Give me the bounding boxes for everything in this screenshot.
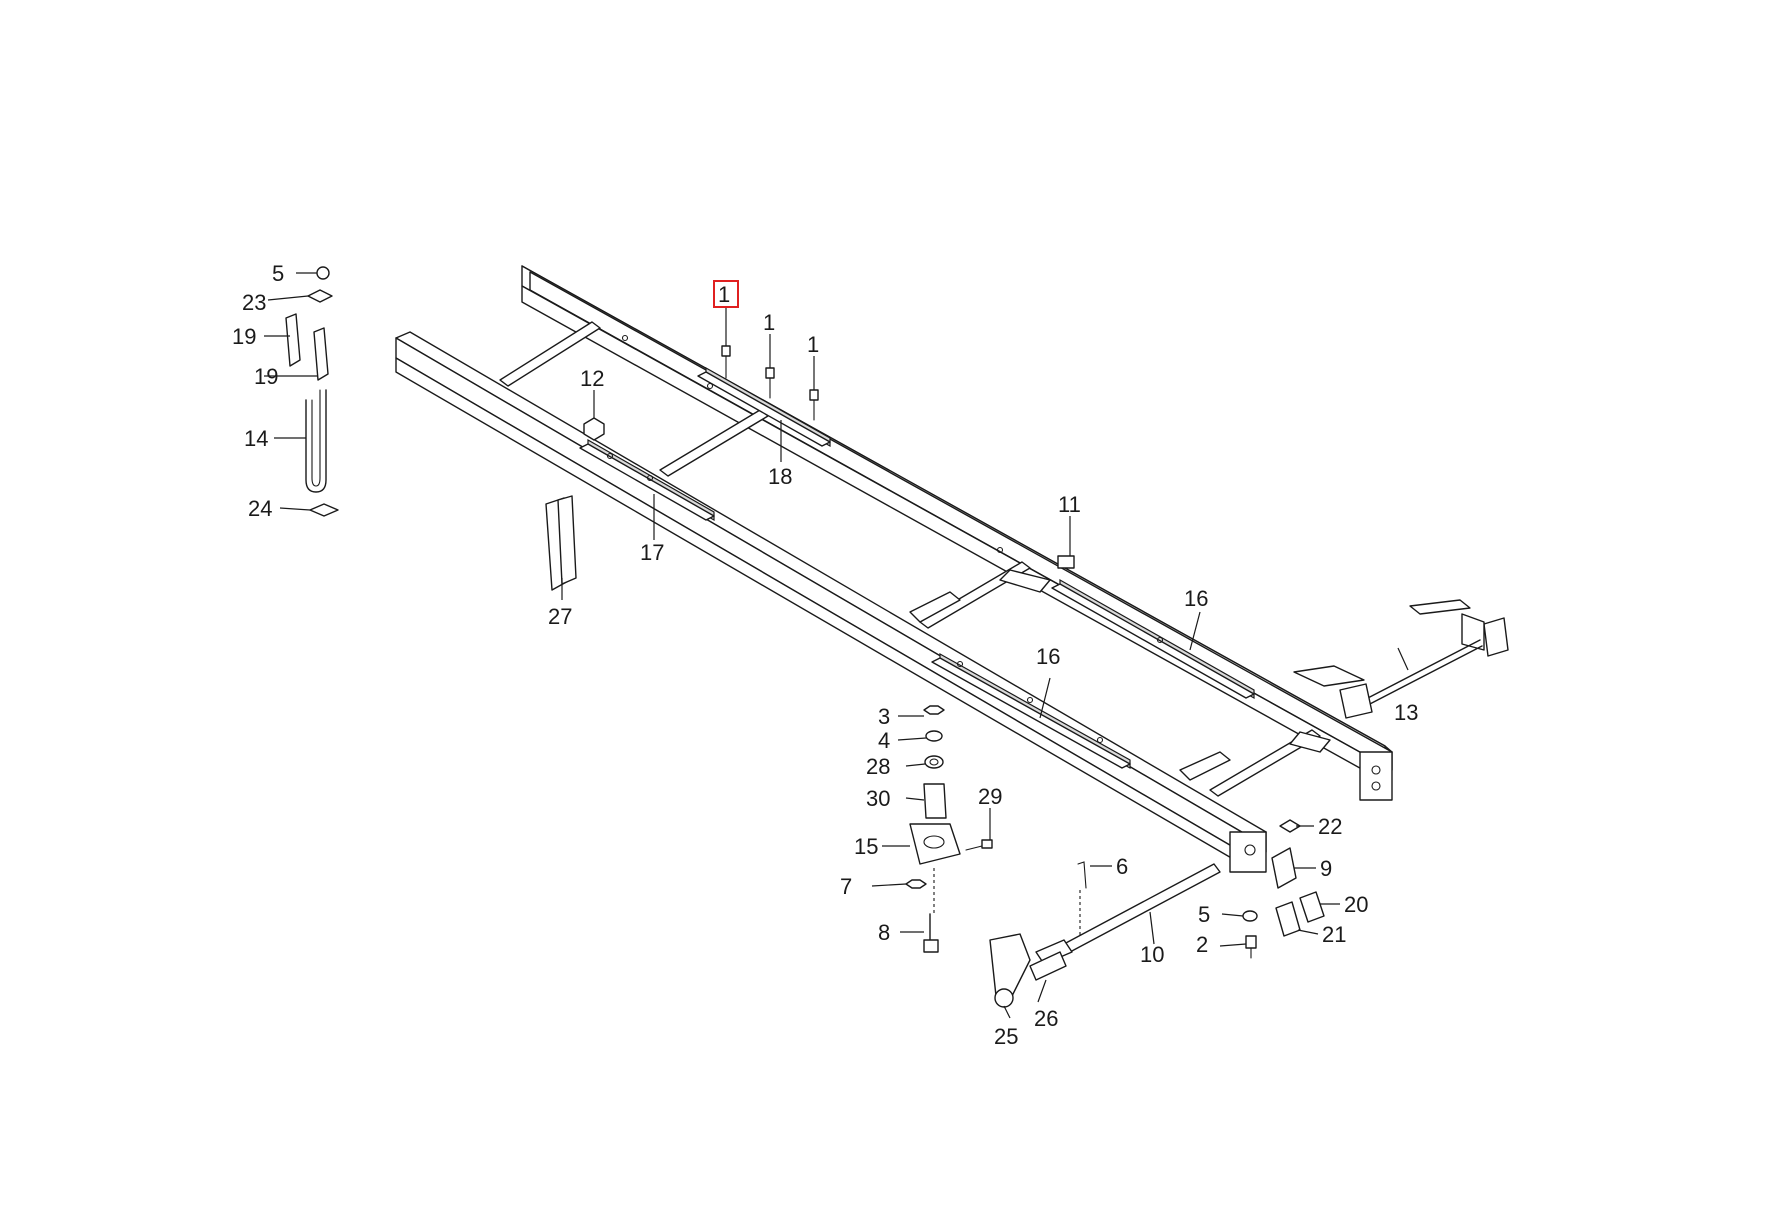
callout-5[interactable]: 5 — [272, 261, 284, 286]
callout-7[interactable]: 7 — [840, 874, 852, 899]
rail-plate-16-front — [931, 652, 1131, 770]
callout-16[interactable]: 16 — [1036, 644, 1060, 669]
rail-plate-16-rear — [1051, 578, 1255, 700]
shackle-30 — [923, 783, 947, 819]
hanger-9 — [1271, 847, 1297, 889]
callout-21[interactable]: 21 — [1322, 922, 1346, 947]
hanger-15 — [909, 823, 961, 865]
plate-20 — [1299, 891, 1325, 923]
plate-24 — [309, 503, 339, 517]
bolt-8 — [923, 868, 939, 953]
callout-labels: 1 1 1 2 3 4 5 5 6 7 8 9 10 11 12 13 14 1… — [232, 261, 1418, 1049]
callout-5[interactable]: 5 — [1198, 902, 1210, 927]
callout-20[interactable]: 20 — [1344, 892, 1368, 917]
leaf-spring-27 — [545, 495, 577, 591]
bushing-26 — [1029, 951, 1067, 981]
callout-11[interactable]: 11 — [1058, 492, 1081, 517]
u-bolt-14 — [305, 389, 327, 493]
callout-15[interactable]: 15 — [854, 834, 878, 859]
callout-9[interactable]: 9 — [1320, 856, 1332, 881]
bracket-19-a — [285, 313, 301, 367]
callout-19[interactable]: 19 — [254, 364, 278, 389]
bolt-2 — [1245, 935, 1257, 959]
callout-27[interactable]: 27 — [548, 604, 572, 629]
callout-22[interactable]: 22 — [1318, 814, 1342, 839]
callout-13[interactable]: 13 — [1394, 700, 1418, 725]
callout-8[interactable]: 8 — [878, 920, 890, 945]
leader-lines — [264, 295, 1409, 1019]
pin-6 — [1077, 861, 1087, 936]
torque-rod-10 — [1035, 863, 1221, 965]
frame-rail-rear — [521, 265, 1393, 783]
callout-1[interactable]: 1 — [763, 310, 775, 335]
frame-rail-rear-end — [1359, 751, 1393, 801]
callout-16[interactable]: 16 — [1184, 586, 1208, 611]
bracket-19-b — [313, 327, 329, 381]
frame-rail-front — [395, 331, 1267, 871]
nut-5-bottom — [1242, 910, 1258, 922]
frame-rail-front-end — [1229, 831, 1267, 873]
bolt-1-a — [721, 345, 731, 379]
callout-17[interactable]: 17 — [640, 540, 664, 565]
callout-19[interactable]: 19 — [232, 324, 256, 349]
rail-holes — [606, 334, 1164, 744]
callout-12[interactable]: 12 — [580, 366, 604, 391]
bolt-1-c — [809, 389, 819, 421]
nut-7 — [905, 879, 927, 889]
nut-3 — [923, 705, 945, 715]
callout-26[interactable]: 26 — [1034, 1006, 1058, 1031]
callout-29[interactable]: 29 — [978, 784, 1002, 809]
callout-18[interactable]: 18 — [768, 464, 792, 489]
bolt-1-b — [765, 367, 775, 399]
callout-3[interactable]: 3 — [878, 704, 890, 729]
callout-1-highlighted[interactable]: 1 — [718, 282, 730, 307]
callout-2[interactable]: 2 — [1196, 932, 1208, 957]
equalizer-25 — [989, 933, 1031, 1008]
washer-28 — [924, 755, 944, 769]
callout-25[interactable]: 25 — [994, 1024, 1018, 1049]
callout-6[interactable]: 6 — [1116, 854, 1128, 879]
plate-21 — [1275, 901, 1301, 937]
bracket-11 — [1057, 555, 1075, 569]
nut-5-top — [296, 266, 330, 280]
callout-14[interactable]: 14 — [244, 426, 268, 451]
axle-assembly-13 — [1293, 599, 1509, 719]
callout-4[interactable]: 4 — [878, 728, 890, 753]
highlight-box — [713, 280, 739, 308]
callout-10[interactable]: 10 — [1140, 942, 1164, 967]
washer-4 — [925, 730, 943, 742]
callout-24[interactable]: 24 — [248, 496, 272, 521]
bolt-29 — [965, 839, 993, 851]
callout-28[interactable]: 28 — [866, 754, 890, 779]
frame-assembly — [395, 265, 1393, 873]
callout-30[interactable]: 30 — [866, 786, 890, 811]
callout-1[interactable]: 1 — [807, 332, 819, 357]
callout-23[interactable]: 23 — [242, 290, 266, 315]
washer-23 — [307, 289, 333, 303]
frame-cross-members — [499, 321, 1331, 797]
